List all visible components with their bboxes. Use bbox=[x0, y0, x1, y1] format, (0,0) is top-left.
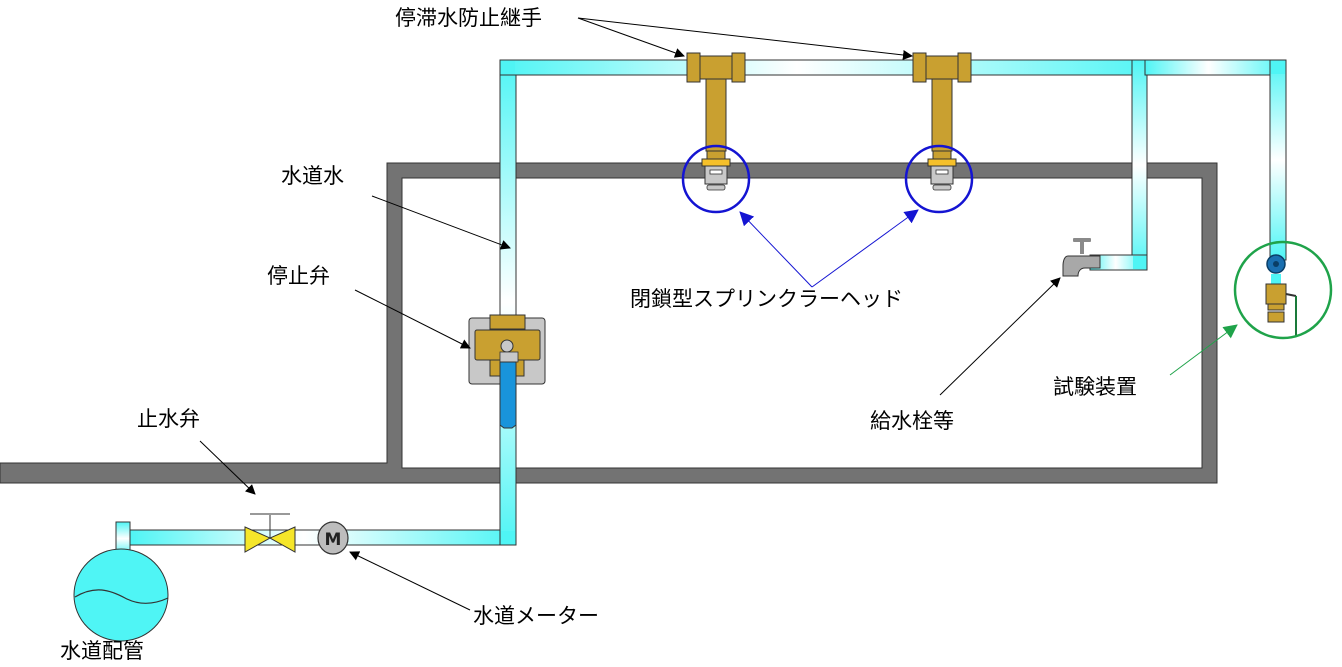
leader-lines bbox=[199, 17, 1238, 611]
label-water-meter: 水道メーター bbox=[473, 604, 599, 628]
water-meter: M bbox=[317, 521, 349, 555]
label-sprinkler-head: 閉鎖型スプリンクラーヘッド bbox=[630, 287, 903, 311]
label-tap-water: 水道水 bbox=[281, 164, 344, 188]
sprinkler-head-1 bbox=[681, 144, 751, 214]
sprinkler-callout-circle-2 bbox=[904, 144, 974, 214]
test-device bbox=[1233, 240, 1333, 340]
label-stop-valve: 停止弁 bbox=[267, 264, 330, 288]
label-stagnant-joint: 停滞水防止継手 bbox=[395, 6, 542, 30]
sprinkler-head-2 bbox=[904, 144, 974, 214]
water-main-tank bbox=[73, 521, 169, 642]
label-water-shutoff-valve: 止水弁 bbox=[137, 407, 200, 431]
label-water-main: 水道配管 bbox=[60, 639, 144, 663]
stagnant-joint-2 bbox=[912, 52, 972, 160]
sprinkler-callout-circle-1 bbox=[681, 144, 751, 214]
test-callout-circle bbox=[1233, 240, 1333, 340]
stagnant-joint-1 bbox=[686, 52, 746, 160]
label-test-device: 試験装置 bbox=[1053, 375, 1137, 399]
label-water-supply-tap: 給水栓等 bbox=[870, 409, 954, 433]
meter-symbol: M bbox=[325, 530, 342, 550]
stop-valve bbox=[468, 314, 546, 429]
water-shutoff-valve bbox=[244, 513, 296, 553]
faucet-icon bbox=[1062, 238, 1101, 277]
building-wall bbox=[0, 162, 1218, 484]
